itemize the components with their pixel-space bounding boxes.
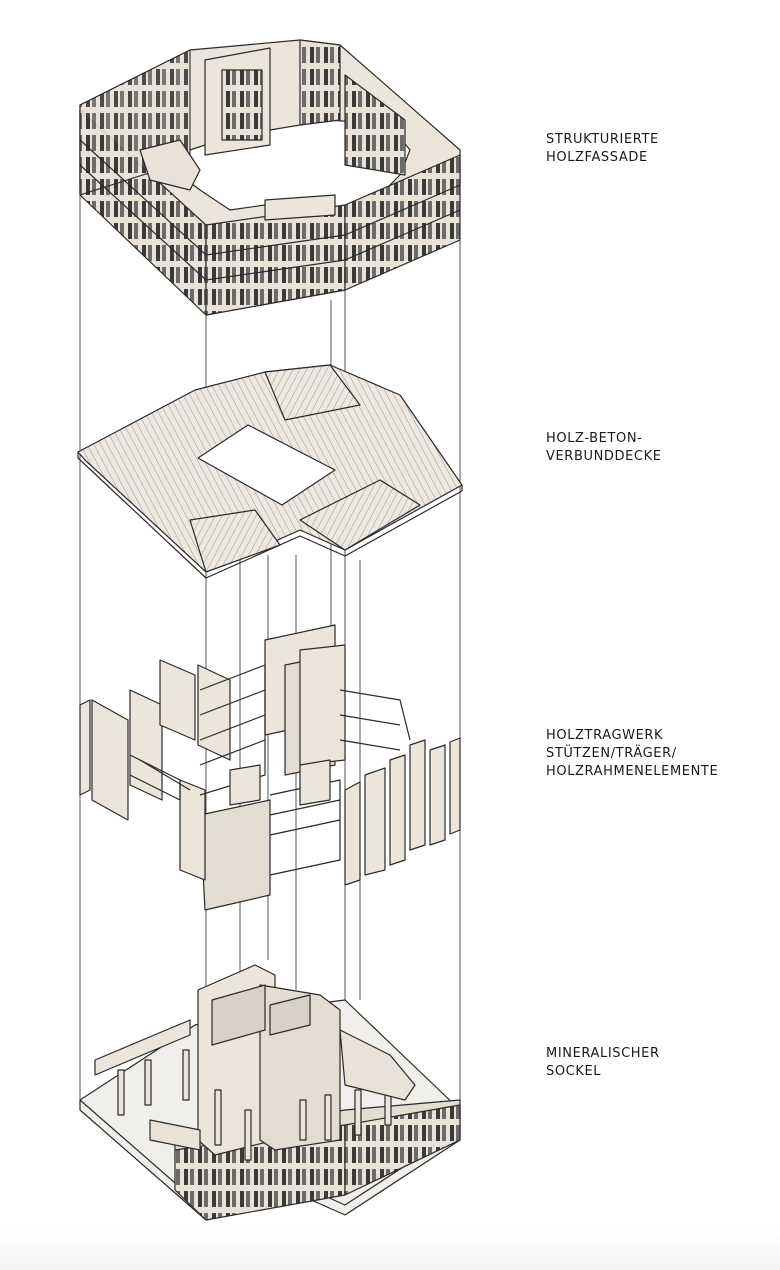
slab-layer xyxy=(77,364,463,579)
label-facade-line-2: HOLZFASSADE xyxy=(546,150,648,165)
label-slab-line-1: HOLZ-BETON- xyxy=(546,431,643,446)
label-facade-line-1: STRUKTURIERTE xyxy=(546,132,659,147)
label-frame-line-1: HOLZTRAGWERK xyxy=(546,728,664,743)
label-base-line-1: MINERALISCHER xyxy=(546,1046,660,1061)
label-facade: STRUKTURIERTE HOLZFASSADE xyxy=(546,131,659,167)
facade-layer xyxy=(79,39,461,316)
label-frame-line-2: STÜTZEN/TRÄGER/ xyxy=(546,746,677,761)
label-slab: HOLZ-BETON- VERBUNDDECKE xyxy=(546,430,662,466)
base-layer xyxy=(79,964,461,1221)
frame-layer xyxy=(79,624,461,911)
label-frame: HOLZTRAGWERK STÜTZEN/TRÄGER/ HOLZRAHMENE… xyxy=(546,727,718,781)
label-slab-line-2: VERBUNDDECKE xyxy=(546,449,662,464)
bottom-fade xyxy=(0,1230,780,1270)
label-frame-line-3: HOLZRAHMENELEMENTE xyxy=(546,764,719,779)
label-base-line-2: SOCKEL xyxy=(546,1064,602,1079)
label-base: MINERALISCHER SOCKEL xyxy=(546,1045,660,1081)
